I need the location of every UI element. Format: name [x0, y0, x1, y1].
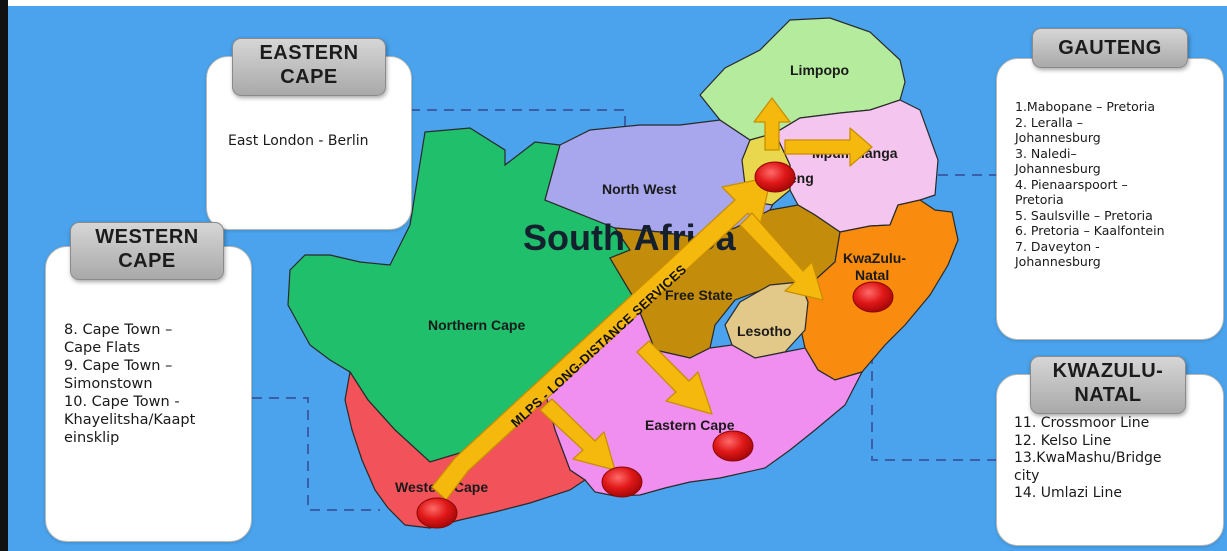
- label-limpopo: Limpopo: [790, 62, 849, 78]
- list-item: Khayelitsha/Kaapt: [64, 412, 196, 428]
- eastern-cape-title-line2: CAPE: [280, 66, 338, 88]
- list-item: 8. Cape Town –: [64, 322, 173, 338]
- marker-cape-town: [416, 497, 458, 529]
- list-item: Pretoria: [1015, 192, 1064, 207]
- western-cape-arrow: [539, 398, 616, 471]
- list-item: 11. Crossmoor Line: [1014, 415, 1150, 431]
- label-north-west: North West: [602, 181, 677, 197]
- list-item: 2. Leralla –: [1015, 114, 1083, 130]
- western-cape-routes: 8. Cape Town – Cape Flats 9. Cape Town –…: [64, 321, 195, 447]
- western-cape-card: 8. Cape Town – Cape Flats 9. Cape Town –…: [45, 246, 252, 542]
- list-item: Simonstown: [64, 376, 153, 392]
- kwazulu-natal-routes: 11. Crossmoor Line 12. Kelso Line 13.Kwa…: [1014, 415, 1162, 503]
- label-eastern-cape: Eastern Cape: [645, 417, 735, 433]
- list-item: Johannesburg: [1015, 254, 1101, 269]
- left-black-border: [0, 0, 8, 551]
- label-kwazulu-natal-1: KwaZulu-: [843, 250, 906, 266]
- gauteng-card: 1.Mabopane – Pretoria 2. Leralla – Johan…: [996, 58, 1224, 340]
- list-item: Johannesburg: [1015, 130, 1101, 145]
- gauteng-routes: 1.Mabopane – Pretoria 2. Leralla – Johan…: [1015, 99, 1165, 270]
- eastern-cape-arrow: [636, 340, 713, 415]
- gauteng-title: GAUTENG: [1058, 37, 1162, 59]
- list-item: 5. Saulsville – Pretoria: [1015, 207, 1153, 223]
- western-cape-badge: WESTERN CAPE: [70, 222, 224, 280]
- label-free-state: Free State: [665, 287, 733, 303]
- western-cape-title-line1: WESTERN: [95, 226, 199, 248]
- list-item: 14. Umlazi Line: [1014, 485, 1122, 501]
- limpopo-up-arrow: [753, 97, 791, 151]
- list-item: 1.Mabopane – Pretoria: [1015, 99, 1156, 114]
- list-item: 10. Cape Town -: [64, 394, 180, 410]
- marker-western-cape-east: [601, 466, 643, 498]
- list-item: einsklip: [64, 430, 120, 446]
- service-arrows: [431, 97, 873, 501]
- list-item: 9. Cape Town –: [64, 358, 173, 374]
- list-item: 4. Pienaarspoort –: [1015, 176, 1128, 192]
- label-northern-cape: Northern Cape: [428, 317, 525, 333]
- list-item: 12. Kelso Line: [1014, 432, 1112, 449]
- gauteng-badge: GAUTENG: [1032, 28, 1188, 68]
- list-item: Cape Flats: [64, 340, 141, 356]
- list-item: 3. Naledi–: [1015, 145, 1077, 161]
- lesotho: [724, 281, 809, 359]
- marker-kwazulu-natal: [852, 281, 894, 313]
- kwazulu-natal-title-line2: NATAL: [1074, 384, 1142, 406]
- eastern-cape-route: East London - Berlin: [228, 133, 369, 149]
- kwazulu-natal-arrow: [739, 212, 824, 301]
- kwazulu-natal-connector: [871, 320, 1000, 461]
- western-cape-title-line2: CAPE: [118, 250, 176, 272]
- marker-gauteng: [754, 161, 796, 193]
- western-cape-connector: [252, 397, 380, 511]
- marker-eastern-cape: [712, 430, 754, 462]
- main-diagonal-arrow: [431, 176, 772, 501]
- list-item: 7. Daveyton -: [1015, 238, 1100, 254]
- list-item: 6. Pretoria – Kaalfontein: [1015, 223, 1165, 238]
- list-item: 13.KwaMashu/Bridge: [1014, 450, 1162, 466]
- eastern-cape-title-line1: EASTERN: [259, 42, 359, 64]
- list-item: Johannesburg: [1015, 161, 1101, 176]
- list-item: city: [1014, 467, 1040, 484]
- label-kwazulu-natal-2: Natal: [855, 267, 889, 283]
- mpumalanga-right-arrow: [784, 127, 873, 167]
- kwazulu-natal-title-line1: KWAZULU-: [1052, 360, 1164, 382]
- station-markers: [416, 161, 894, 529]
- eastern-cape-badge: EASTERN CAPE: [232, 38, 386, 96]
- label-lesotho: Lesotho: [737, 323, 791, 339]
- kwazulu-natal-badge: KWAZULU- NATAL: [1030, 356, 1186, 414]
